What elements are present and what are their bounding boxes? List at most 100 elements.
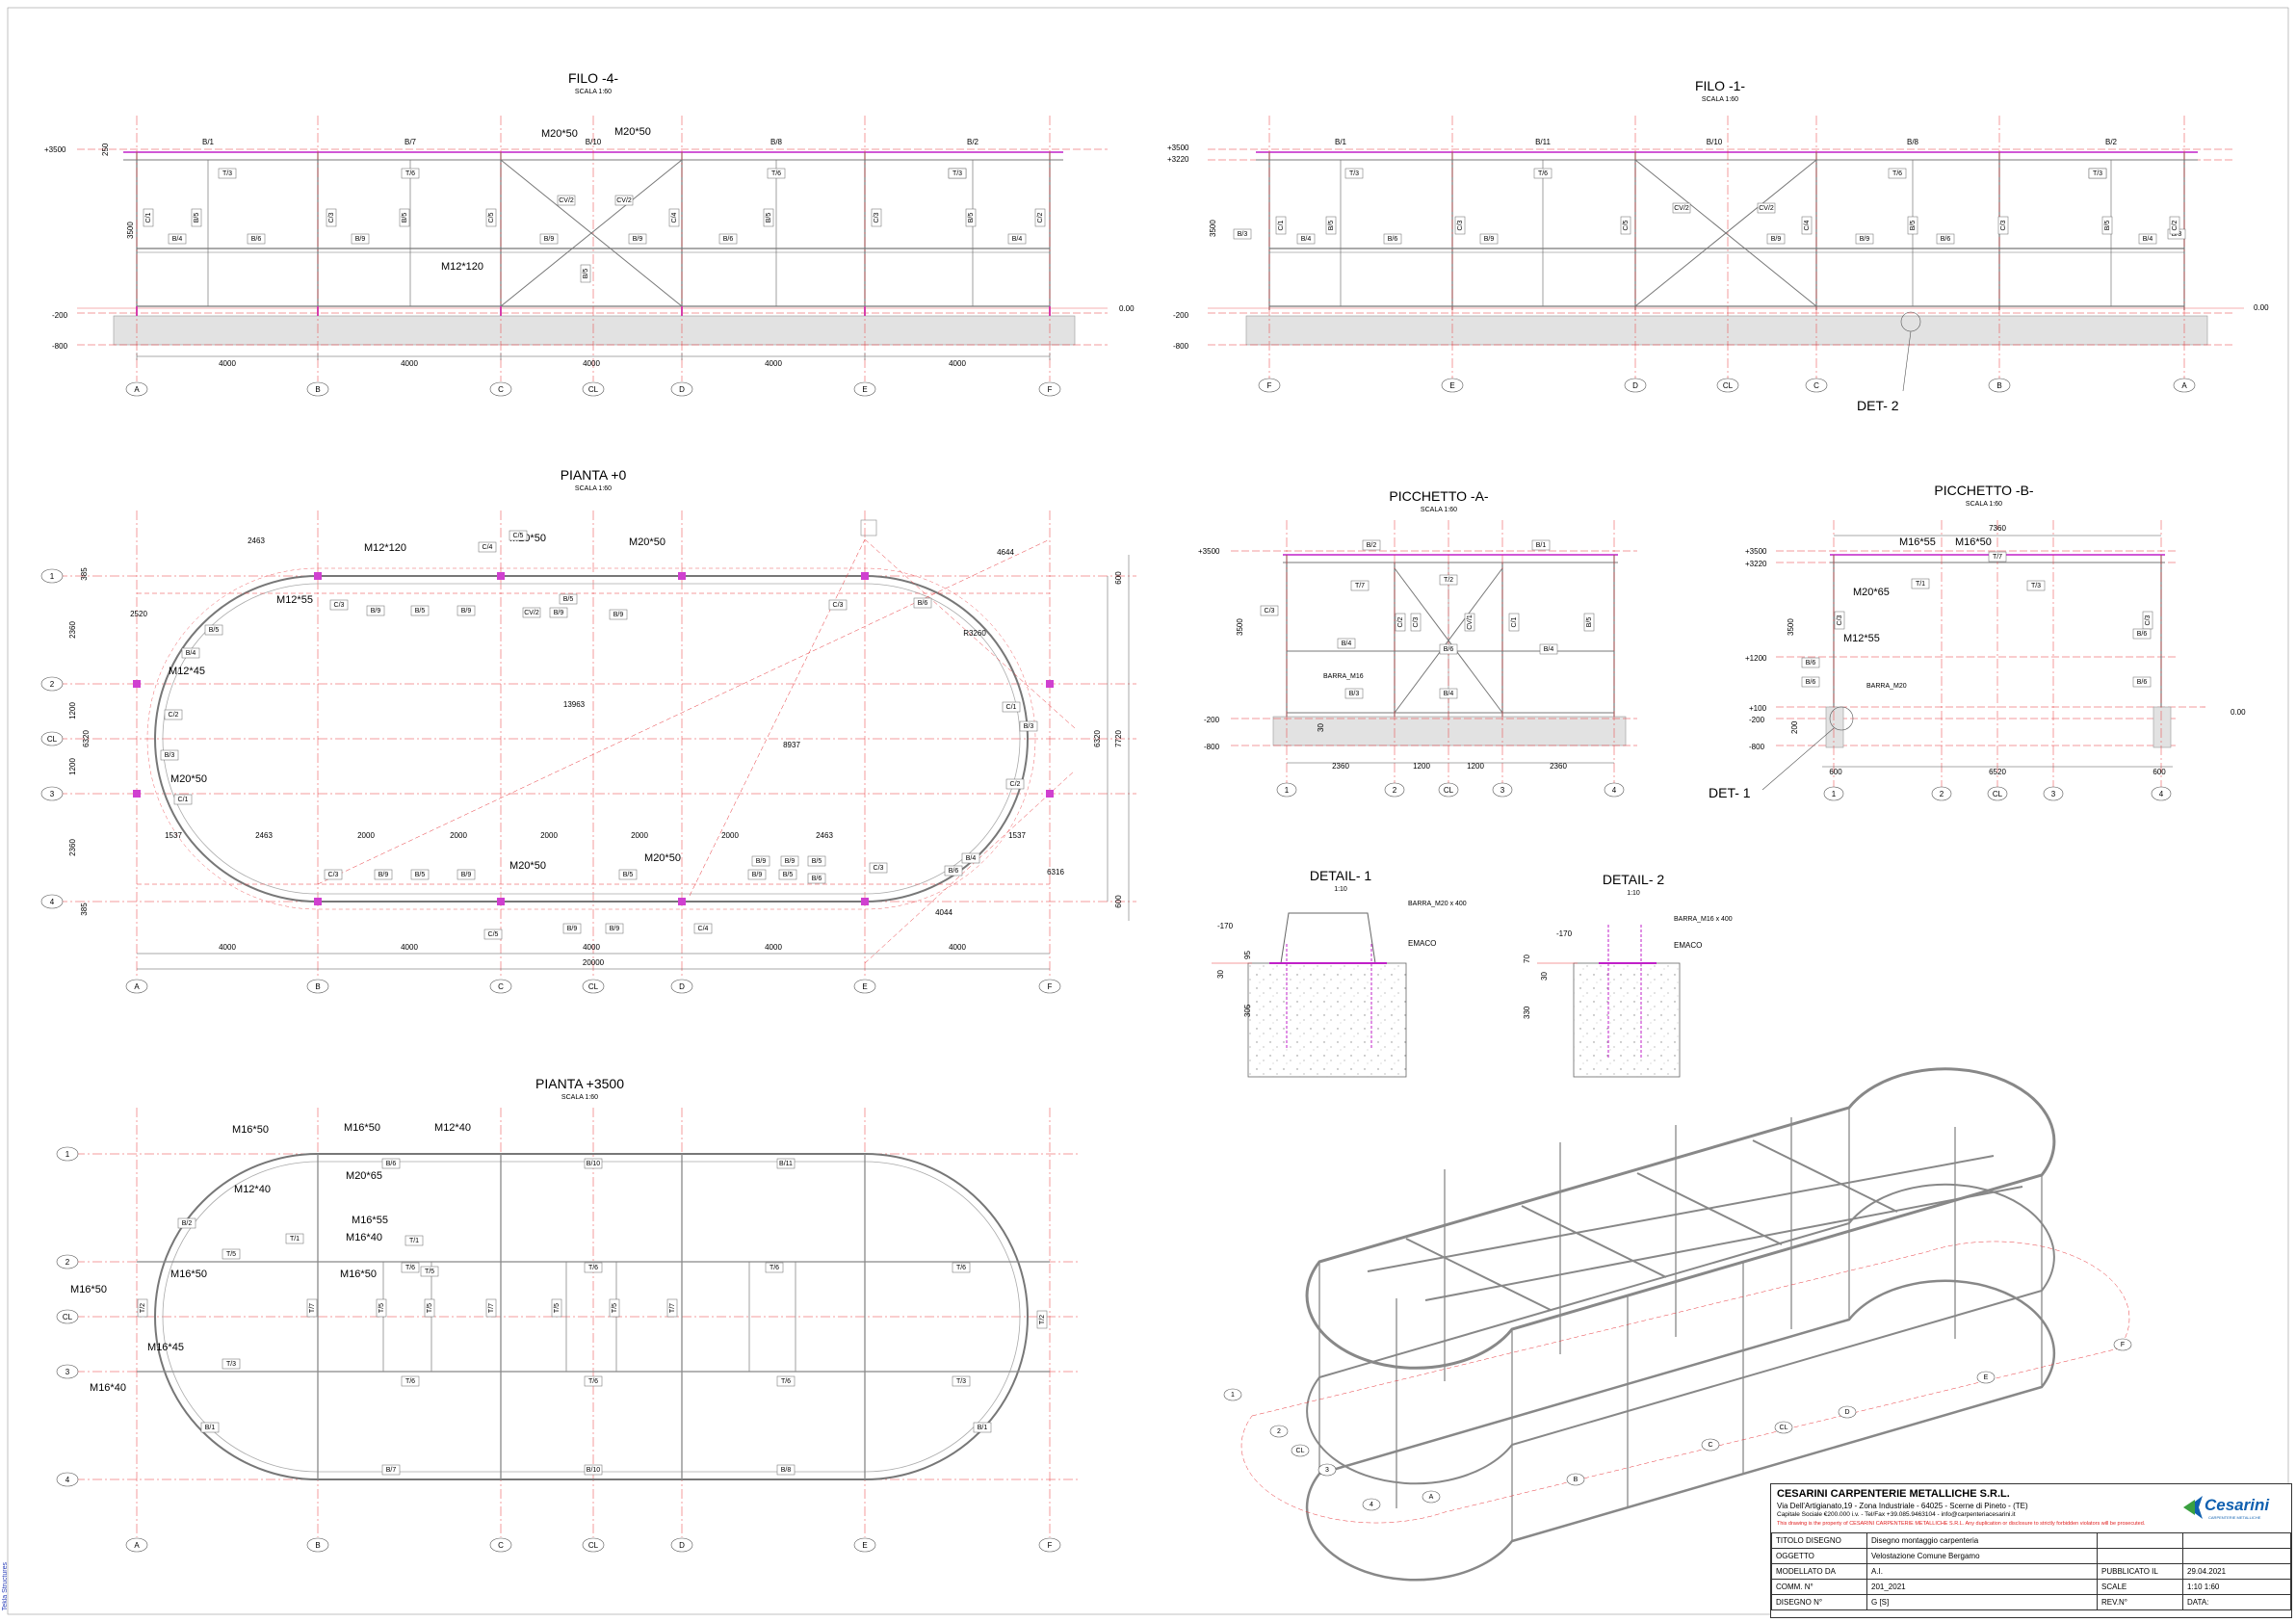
filo4-span-4: 4000 <box>765 359 782 368</box>
pianta0-scale: SCALA 1:60 <box>575 485 612 492</box>
pianta3500-member-0: B/6 <box>386 1161 397 1167</box>
picchettob-level-2: +3220 <box>1745 560 1767 568</box>
picchettob-det-callout: DET- 1 <box>1709 785 1751 800</box>
picchettob-dim-3: 6520 <box>1989 768 2006 776</box>
picchettoa-member-6: C/3 <box>1413 616 1420 627</box>
view-picchetto-b: PICCHETTO -B- SCALA 1:60 +3500 +3220 +12… <box>1709 483 2246 801</box>
filo1-axis-c: C <box>1813 381 1819 390</box>
filo4-top-1: B/1 <box>202 138 215 146</box>
filo4-span-1: 4000 <box>219 359 236 368</box>
filo4-bolt-1: M20*50 <box>541 128 578 140</box>
pianta0-member-21: B/6 <box>949 868 959 875</box>
filo1-member-24: C/2 <box>2172 220 2179 230</box>
filo4-member-2: T/6 <box>771 170 781 177</box>
pianta3500-member-23: T/6 <box>588 1378 598 1385</box>
pianta0-row-cl: CL <box>47 735 58 744</box>
pianta0-bottomdim-5: 2000 <box>631 831 648 840</box>
filo1-member-6: B/4 <box>1301 236 1312 243</box>
iso-label-f: F <box>2121 1342 2125 1348</box>
filo4-member-21: C/3 <box>874 212 880 222</box>
pianta0-member-33: B/5 <box>783 872 794 878</box>
picchettob-axis-1: 1 <box>1832 790 1837 798</box>
pianta3500-member-10: T/6 <box>956 1265 966 1271</box>
pianta3500-member-27: B/7 <box>386 1467 397 1474</box>
company-name: CESARINI CARPENTERIE METALLICHE S.R.L. <box>1777 1488 2010 1500</box>
pianta3500-axis-cl: CL <box>588 1541 599 1550</box>
pianta3500-member-28: B/10 <box>587 1467 601 1474</box>
pianta0-bottomdim-1: 2463 <box>255 831 273 840</box>
pianta3500-bolt-8: M16*50 <box>340 1269 377 1280</box>
picchettob-level-3: +1200 <box>1745 654 1767 663</box>
picchettob-member-1: T/1 <box>1916 581 1925 588</box>
picchettoa-member-10: B/4 <box>1342 641 1352 647</box>
picchettob-title: PICCHETTO -B- <box>1934 483 2034 498</box>
picchettoa-member-9: B/5 <box>1586 617 1593 628</box>
company-logo: Cesarini CARPENTERIE METALLICHE <box>2179 1490 2285 1525</box>
picchettoa-member-2: T/7 <box>1355 583 1365 589</box>
pianta0-diag-2: 13963 <box>563 700 586 709</box>
filo1-member-20: C/4 <box>1804 220 1811 230</box>
detail2-emaco: EMACO <box>1674 941 1702 950</box>
filo1-member-22: C/3 <box>2000 220 2007 230</box>
filo1-level-3500: +3500 <box>1167 144 1189 152</box>
filo4-axis-f: F <box>1048 385 1053 394</box>
iso-label-cl-row: CL <box>1296 1448 1305 1454</box>
filo1-member-0: T/3 <box>1349 170 1359 177</box>
filo1-level-200: -200 <box>1173 311 1189 320</box>
detail2-scale: 1:10 <box>1627 890 1640 897</box>
pianta3500-member-24: T/6 <box>781 1378 791 1385</box>
pianta0-member-17: C/1 <box>1006 704 1017 711</box>
iso-label-d: D <box>1844 1409 1849 1416</box>
picchettob-scale: SCALA 1:60 <box>1966 501 2002 508</box>
pianta0-member-30: B/5 <box>623 872 634 878</box>
pianta0-row-3: 3 <box>50 790 55 798</box>
pianta0-member-16: C/1 <box>178 797 189 803</box>
filo4-member-20: B/5 <box>766 213 772 223</box>
picchettob-axis-3: 3 <box>2051 790 2056 798</box>
pianta0-member-7: B/9 <box>554 610 564 616</box>
pianta0-leftdim: 6320 <box>82 730 91 747</box>
detail2-barra: BARRA_M16 x 400 <box>1674 916 1733 923</box>
filo4-top-3: B/10 <box>586 138 602 146</box>
detail1-dim-95: 95 <box>1243 951 1252 959</box>
pianta3500-row-1: 1 <box>65 1150 70 1159</box>
picchettoa-dim-30: 30 <box>1317 723 1325 732</box>
pianta0-diag-3: 8937 <box>783 741 800 749</box>
filo4-dim-250: 250 <box>101 143 110 156</box>
pianta3500-bolt-2: M12*40 <box>434 1122 471 1134</box>
pianta0-rowdim-5: 2360 <box>68 839 77 856</box>
picchettoa-dim-1: 2360 <box>1332 762 1349 771</box>
pianta3500-row-2: 2 <box>65 1258 70 1267</box>
pianta3500-row-4: 4 <box>65 1476 70 1484</box>
filo1-top-4: B/8 <box>1907 138 1919 146</box>
pianta0-bottomdim-3: 2000 <box>450 831 467 840</box>
title-block-row-key: COMM. N° <box>1771 1579 1867 1595</box>
pianta0-diag-6: 4044 <box>935 908 952 917</box>
pianta0-member-18: B/3 <box>1024 723 1034 730</box>
detail2-dim-30: 30 <box>1540 972 1549 981</box>
filo4-top-2: B/7 <box>404 138 417 146</box>
pianta0-rowdim-1: 385 <box>80 567 89 581</box>
pianta3500-member-29: B/8 <box>781 1467 792 1474</box>
view-picchetto-a: PICCHETTO -A- SCALA 1:60 +3500 -200 -800… <box>1198 488 1637 798</box>
picchettoa-member-7: CV/1 <box>1467 615 1474 630</box>
title-block-row-value: A.I. <box>1866 1563 2098 1580</box>
pianta3500-member-21: T/3 <box>226 1361 236 1368</box>
pianta0-member-22: C/3 <box>328 872 339 878</box>
picchettob-member-5: B/6 <box>1806 679 1816 686</box>
pianta3500-axis-f: F <box>1048 1541 1053 1550</box>
filo4-member-17: CV/2 <box>559 197 574 204</box>
software-note: Tekla Structures <box>2 1562 9 1611</box>
filo1-top-1: B/1 <box>1335 138 1347 146</box>
pianta0-bottomdim-0: 1537 <box>165 831 182 840</box>
pianta3500-row-3: 3 <box>65 1368 70 1376</box>
pianta0-member-26: C/5 <box>488 931 499 938</box>
view-pianta-3500: PIANTA +3500 SCALA 1:60 1 2 CL 3 4 A <box>56 1076 1079 1553</box>
title-block-row-key: MODELLATO DA <box>1771 1563 1867 1580</box>
picchettob-dim-1: 7360 <box>1989 524 2006 533</box>
picchettob-dim-2: 600 <box>1829 768 1842 776</box>
filo4-level-800: -800 <box>52 342 68 351</box>
pianta3500-member-14: T/5 <box>378 1303 385 1313</box>
